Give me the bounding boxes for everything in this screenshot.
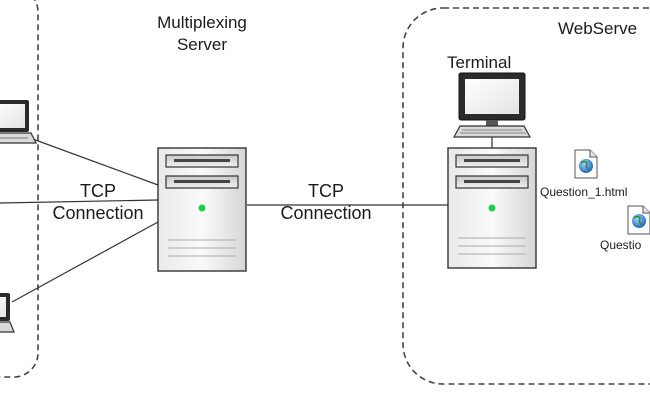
webserver-icon (447, 147, 537, 269)
webserver-group-title: WebServe (558, 19, 638, 38)
client-group-border (0, 0, 39, 378)
webserver-group-border (402, 7, 650, 385)
left-connection-line2: Connection (52, 203, 144, 223)
right-connection-line2: Connection (280, 203, 372, 223)
connection-lines (0, 137, 493, 303)
web-file-icon (627, 205, 650, 235)
terminal-label: Terminal (447, 53, 512, 72)
multiplexing-server-label-line2: Server (176, 35, 228, 54)
terminal-icon (452, 72, 532, 138)
left-tcp-connection-label: TCP Connection (40, 180, 156, 224)
laptop-icon-top (0, 100, 37, 144)
multiplexing-server-label: Multiplexing Server (142, 12, 262, 56)
line-laptop-bottom (11, 221, 159, 303)
web-file-icon (574, 149, 598, 179)
status-led (198, 204, 206, 212)
file-name-label: Question_1.html (540, 185, 628, 199)
file-name-label: Questio (600, 238, 642, 252)
right-connection-line1: TCP (308, 181, 344, 201)
left-connection-line1: TCP (80, 181, 116, 201)
multiplexing-server-label-line1: Multiplexing (157, 13, 247, 32)
laptop-icon-bottom (0, 293, 15, 333)
line-laptop-top (29, 137, 159, 186)
multiplexing-server-icon (157, 147, 247, 272)
right-tcp-connection-label: TCP Connection (268, 180, 384, 224)
line-left-middle (0, 199, 159, 204)
status-led (488, 204, 496, 212)
